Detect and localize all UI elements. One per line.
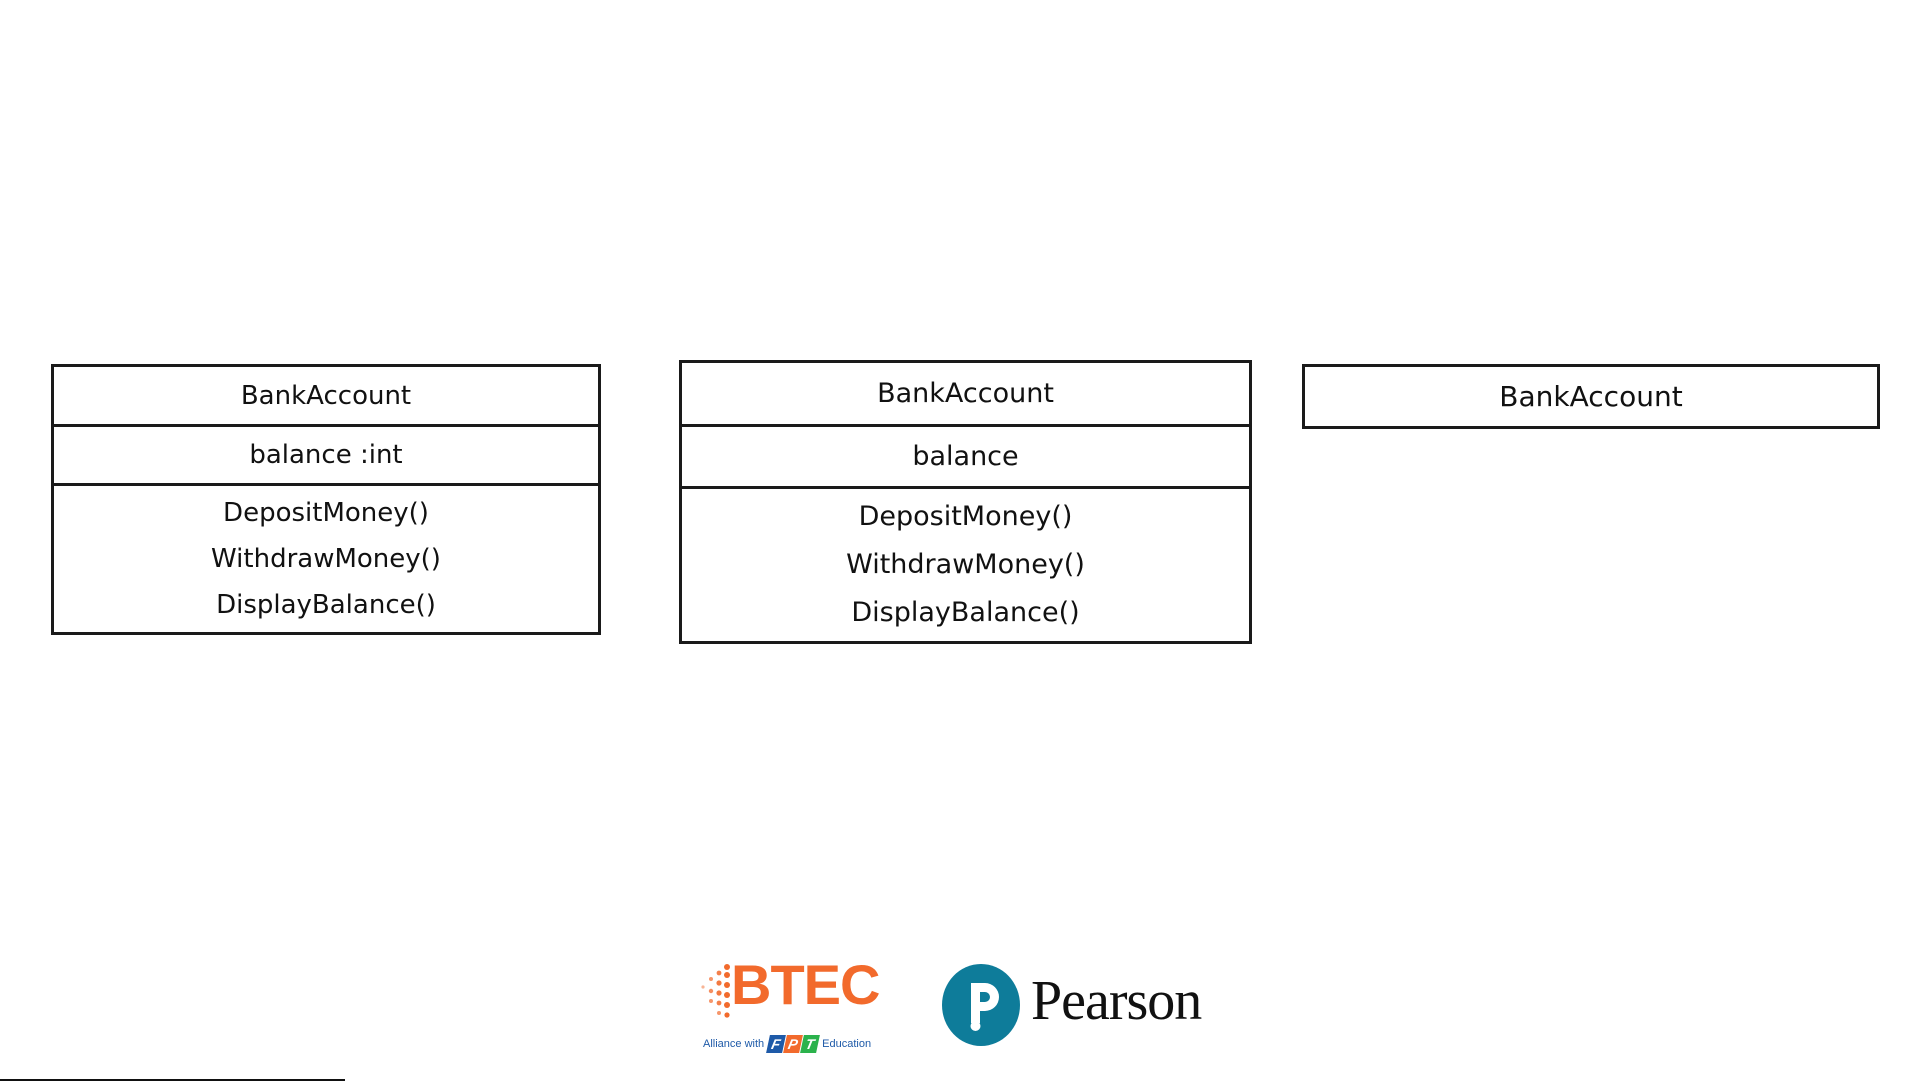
class-method: WithdrawMoney() bbox=[846, 541, 1085, 589]
class-method: WithdrawMoney() bbox=[211, 536, 441, 582]
alliance-suffix: Education bbox=[822, 1038, 871, 1050]
uml-class-diagram-typed: BankAccount balance :int DepositMoney() … bbox=[51, 364, 601, 635]
class-methods: DepositMoney() WithdrawMoney() DisplayBa… bbox=[682, 486, 1249, 641]
pearson-wordmark: Pearson bbox=[1031, 973, 1201, 1029]
logo-panel: BTEC Alliance with F P T Education Pears… bbox=[679, 935, 1252, 1076]
class-name: BankAccount bbox=[54, 367, 598, 424]
class-method: DisplayBalance() bbox=[851, 589, 1079, 637]
class-attribute: balance bbox=[682, 424, 1249, 486]
class-name: BankAccount bbox=[682, 363, 1249, 424]
btec-wordmark: BTEC bbox=[731, 957, 879, 1013]
class-name: BankAccount bbox=[1305, 367, 1877, 426]
btec-dots-icon bbox=[699, 963, 735, 1019]
class-attribute: balance :int bbox=[54, 424, 598, 483]
alliance-prefix: Alliance with bbox=[703, 1038, 764, 1050]
class-method: DepositMoney() bbox=[859, 493, 1073, 541]
class-method: DepositMoney() bbox=[223, 490, 429, 536]
class-methods: DepositMoney() WithdrawMoney() DisplayBa… bbox=[54, 483, 598, 632]
fpt-logo: F P T bbox=[768, 1035, 818, 1053]
class-method: DisplayBalance() bbox=[216, 582, 436, 628]
btec-logo: BTEC Alliance with F P T Education bbox=[699, 957, 889, 1067]
uml-class-diagram-untyped: BankAccount balance DepositMoney() Withd… bbox=[679, 360, 1252, 644]
uml-class-diagram-name-only: BankAccount bbox=[1302, 364, 1880, 429]
btec-alliance-line: Alliance with F P T Education bbox=[703, 1035, 871, 1053]
fpt-letter-t: T bbox=[800, 1035, 820, 1053]
pearson-mark-icon bbox=[941, 963, 1021, 1047]
